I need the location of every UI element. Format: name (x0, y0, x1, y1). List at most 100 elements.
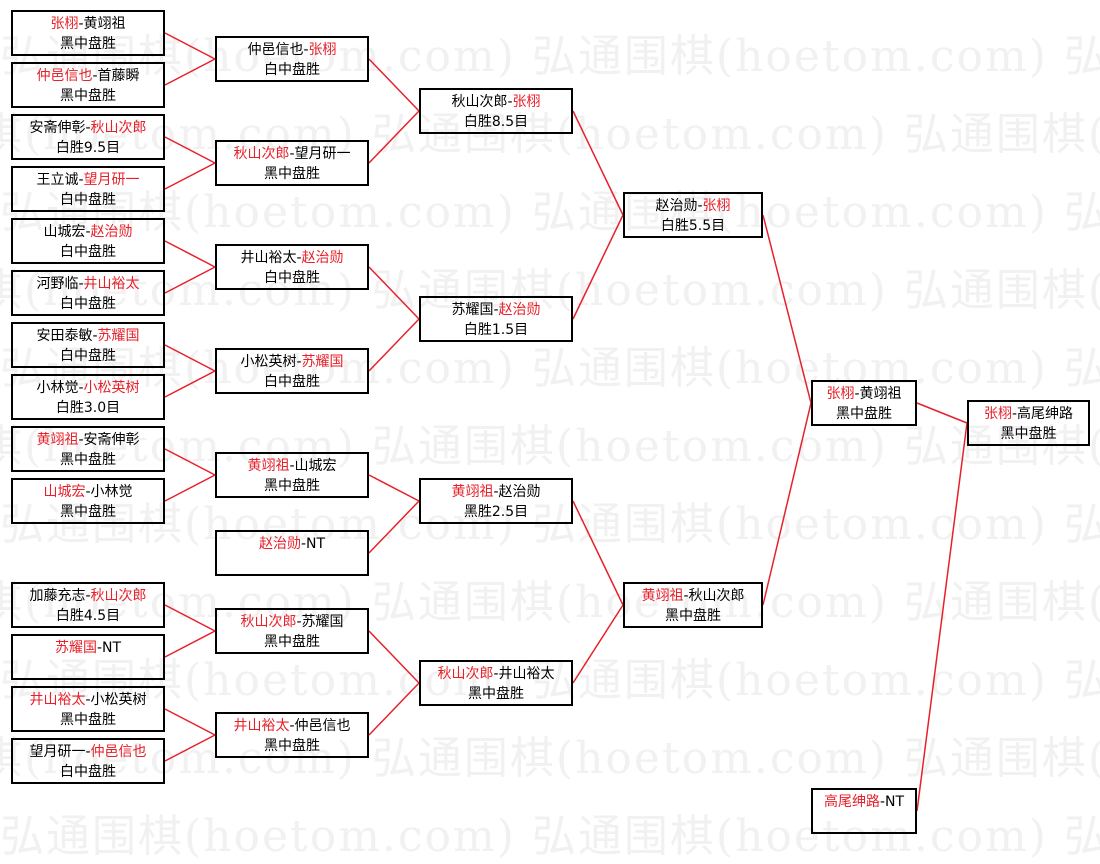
player-2: 秋山次郎 (688, 588, 745, 604)
player-1: 秋山次郎 (233, 146, 290, 162)
match-box: 张栩-高尾绅路黑中盘胜 (967, 400, 1090, 446)
player-2: 安斋伸彰 (83, 432, 140, 448)
player-2: 赵治勋 (90, 224, 133, 240)
player-2: 山城宏 (294, 458, 337, 474)
separator: - (85, 120, 91, 136)
match-players: 山城宏-赵治勋 (13, 222, 163, 242)
player-2: 苏耀国 (97, 328, 140, 344)
match-box: 小林觉-小松英树白胜3.0目 (11, 374, 165, 420)
match-players: 赵治勋-张栩 (625, 196, 761, 216)
match-box: 望月研一-仲邑信也白中盘胜 (11, 738, 165, 784)
separator: - (289, 458, 295, 474)
match-players: 仲邑信也-首藤瞬 (13, 66, 163, 86)
player-2: NT (102, 640, 122, 656)
bracket-connector (762, 402, 812, 606)
bracket-connector (368, 474, 420, 502)
separator: - (85, 224, 91, 240)
match-result: 白中盘胜 (60, 244, 116, 260)
match-result: 白中盘胜 (60, 296, 116, 312)
separator: - (78, 276, 84, 292)
player-1: 仲邑信也 (36, 68, 93, 84)
match-box: 黄翊祖-安斋伸彰黑中盘胜 (11, 426, 165, 472)
player-2: 苏耀国 (301, 354, 344, 370)
match-players: 望月研一-仲邑信也 (13, 742, 163, 762)
player-1: 安斋伸彰 (29, 120, 86, 136)
match-box: 黄翊祖-赵治勋黑胜2.5目 (419, 478, 573, 524)
separator: - (92, 328, 98, 344)
player-1: 张栩 (983, 406, 1012, 422)
match-players: 黄翊祖-山城宏 (217, 456, 367, 476)
match-box: 井山裕太-小松英树黑中盘胜 (11, 686, 165, 732)
match-box: 张栩-黄翊祖黑中盘胜 (811, 380, 917, 426)
match-box: 山城宏-赵治勋白中盘胜 (11, 218, 165, 264)
player-1: 小松英树 (240, 354, 297, 370)
player-1: 望月研一 (29, 744, 86, 760)
player-1: 苏耀国 (54, 640, 97, 656)
player-2: NT (885, 794, 905, 810)
match-box: 苏耀国-赵治勋白胜1.5目 (419, 296, 573, 342)
match-result: 黑中盘胜 (264, 166, 320, 182)
player-2: 秋山次郎 (90, 588, 147, 604)
match-players: 井山裕太-小松英树 (13, 690, 163, 710)
bracket-connector (368, 110, 420, 164)
player-2: 赵治勋 (498, 484, 541, 500)
match-result: 黑中盘胜 (264, 634, 320, 650)
separator: - (78, 172, 84, 188)
match-players: 秋山次郎-张栩 (421, 92, 571, 112)
player-1: 王立诚 (36, 172, 79, 188)
match-box: 井山裕太-仲邑信也黑中盘胜 (215, 712, 369, 758)
player-1: 赵治勋 (258, 536, 301, 552)
player-2: 首藤瞬 (97, 68, 140, 84)
match-result: 黑中盘胜 (665, 608, 721, 624)
player-2: 仲邑信也 (294, 718, 351, 734)
bracket-connector (368, 58, 420, 112)
match-box: 黄翊祖-秋山次郎黑中盘胜 (623, 582, 763, 628)
bracket-connector (368, 500, 420, 554)
player-1: 张栩 (826, 386, 855, 402)
separator: - (296, 250, 302, 266)
bracket-connector (164, 370, 216, 398)
player-1: 黄翊祖 (641, 588, 684, 604)
match-result: 白胜9.5目 (55, 140, 121, 156)
bracket-connector (916, 402, 968, 424)
separator: - (78, 380, 84, 396)
match-players: 苏耀国-赵治勋 (421, 300, 571, 320)
bracket-connector (164, 734, 216, 762)
match-box: 安田泰敏-苏耀国白中盘胜 (11, 322, 165, 368)
match-box: 河野临-井山裕太白中盘胜 (11, 270, 165, 316)
player-2: 黄翊祖 (859, 386, 902, 402)
player-2: 井山裕太 (498, 666, 555, 682)
player-2: 张栩 (512, 94, 541, 110)
player-2: 黄翊祖 (83, 16, 126, 32)
player-1: 秋山次郎 (240, 614, 297, 630)
player-2: 小松英树 (83, 380, 140, 396)
match-result: 白中盘胜 (264, 374, 320, 390)
match-result: 白中盘胜 (60, 348, 116, 364)
player-2: 望月研一 (83, 172, 140, 188)
player-1: 黄翊祖 (36, 432, 79, 448)
separator: - (78, 16, 84, 32)
separator: - (300, 536, 307, 552)
bracket-connector (164, 32, 216, 60)
match-result: 白胜4.5目 (55, 608, 121, 624)
player-1: 赵治勋 (655, 198, 698, 214)
separator: - (96, 640, 103, 656)
separator: - (85, 588, 91, 604)
match-players: 安田泰敏-苏耀国 (13, 326, 163, 346)
player-2: 张栩 (702, 198, 731, 214)
player-2: 望月研一 (294, 146, 351, 162)
player-2: NT (306, 536, 326, 552)
match-box: 山城宏-小林觉黑中盘胜 (11, 478, 165, 524)
match-players: 井山裕太-仲邑信也 (217, 716, 367, 736)
separator: - (289, 146, 295, 162)
player-1: 井山裕太 (240, 250, 297, 266)
match-box: 秋山次郎-井山裕太黑中盘胜 (419, 660, 573, 706)
match-result: 黑中盘胜 (60, 88, 116, 104)
bracket-connector (164, 266, 216, 294)
bracket-connector (762, 214, 812, 404)
separator: - (493, 666, 499, 682)
bracket-connector (368, 630, 420, 684)
bracket-connector (164, 162, 216, 190)
bracket-connector (572, 604, 624, 684)
separator: - (493, 302, 499, 318)
